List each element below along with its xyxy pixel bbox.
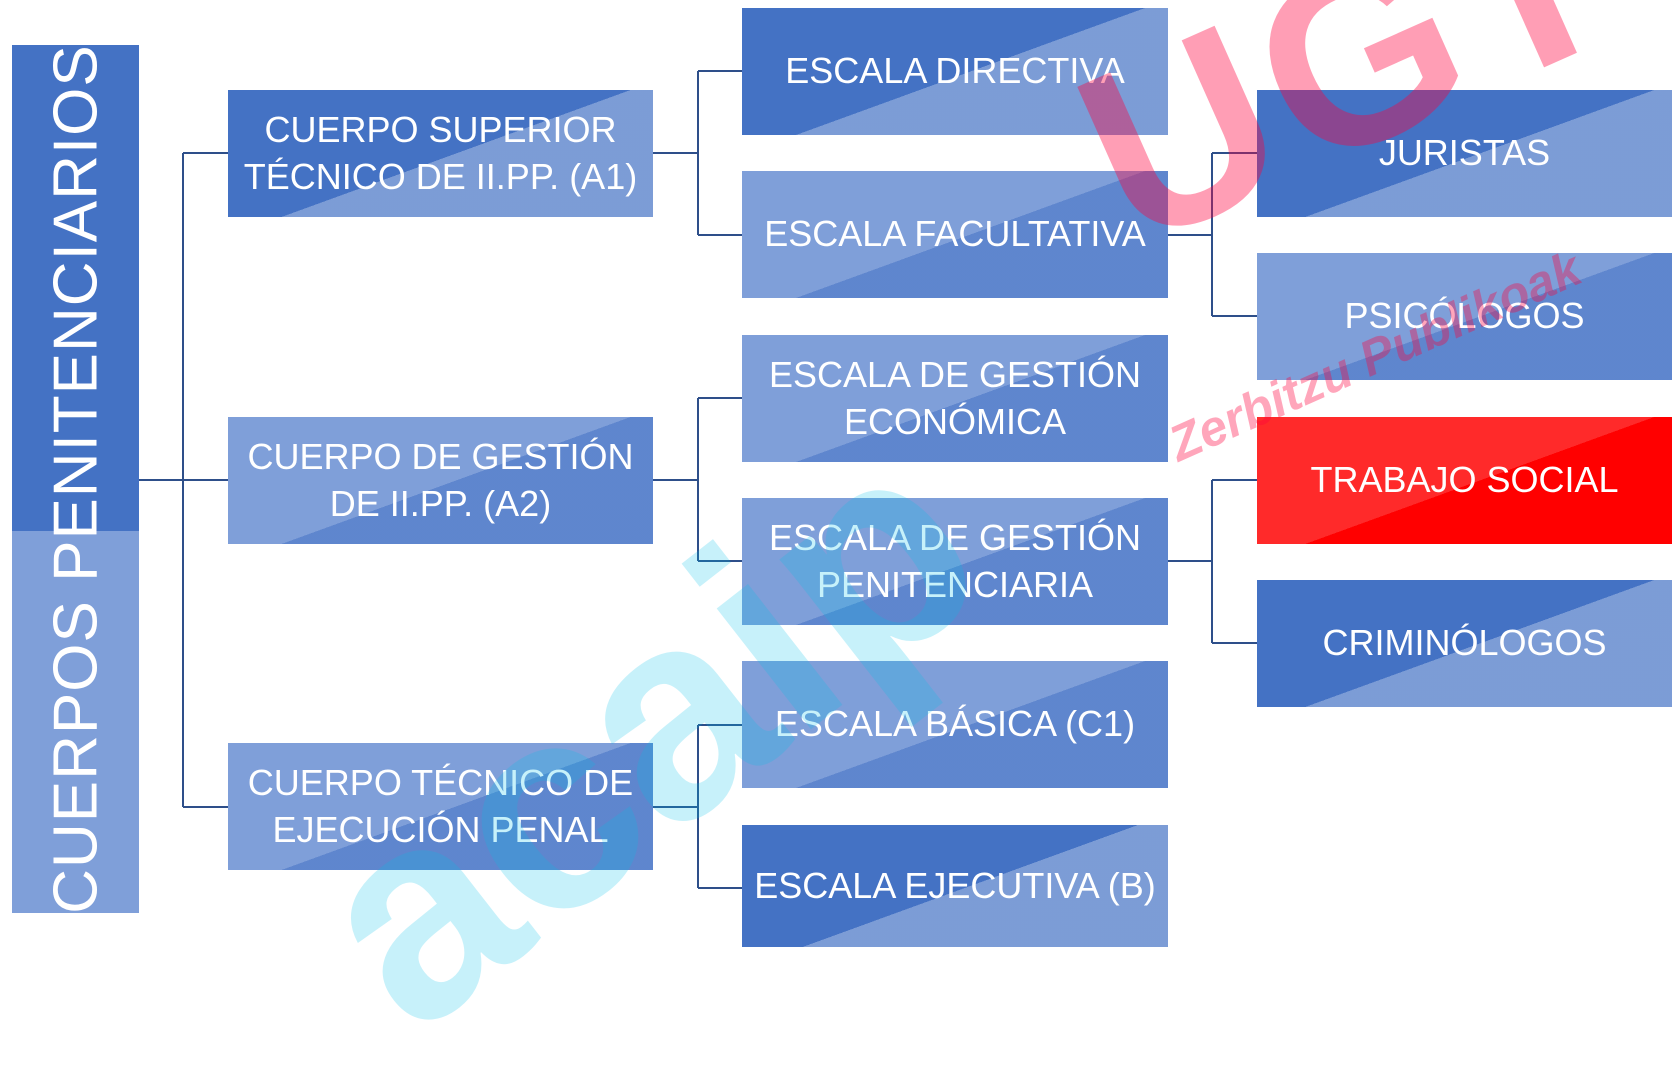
node-trabajo-social: TRABAJO SOCIAL bbox=[1257, 417, 1672, 544]
node-label: JURISTAS bbox=[1378, 132, 1551, 174]
node-label: CRIMINÓLOGOS bbox=[1322, 622, 1607, 664]
node-escala-gestion-economica: ESCALA DE GESTIÓN ECONÓMICA bbox=[742, 335, 1168, 462]
root-node-cuerpos-penitenciarios: CUERPOS PENITENCIARIOS bbox=[12, 45, 139, 913]
node-label: ESCALA DE GESTIÓN PENITENCIARIA bbox=[768, 516, 1142, 605]
connector-lines bbox=[139, 70, 1257, 889]
node-label: CUERPO DE GESTIÓN DE II.PP. (A2) bbox=[247, 435, 634, 524]
node-escala-facultativa: ESCALA FACULTATIVA bbox=[742, 171, 1168, 298]
node-label: ESCALA DE GESTIÓN ECONÓMICA bbox=[768, 353, 1142, 442]
node-juristas: JURISTAS bbox=[1257, 90, 1672, 217]
node-cuerpo-gestion: CUERPO DE GESTIÓN DE II.PP. (A2) bbox=[228, 417, 653, 544]
node-label: CUERPO TÉCNICO DE EJECUCIÓN PENAL bbox=[247, 761, 634, 850]
node-escala-basica: ESCALA BÁSICA (C1) bbox=[742, 661, 1168, 788]
node-psicologos: PSICÓLOGOS bbox=[1257, 253, 1672, 380]
node-label: TRABAJO SOCIAL bbox=[1310, 459, 1619, 501]
node-label: CUERPO SUPERIOR TÉCNICO DE II.PP. (A1) bbox=[243, 108, 638, 197]
node-label: PSICÓLOGOS bbox=[1344, 295, 1585, 337]
node-cuerpo-tecnico-ejecucion-penal: CUERPO TÉCNICO DE EJECUCIÓN PENAL bbox=[228, 743, 653, 870]
node-escala-ejecutiva: ESCALA EJECUTIVA (B) bbox=[742, 825, 1168, 947]
root-label: CUERPOS PENITENCIARIOS bbox=[41, 45, 110, 913]
node-cuerpo-superior-tecnico: CUERPO SUPERIOR TÉCNICO DE II.PP. (A1) bbox=[228, 90, 653, 217]
node-label: ESCALA EJECUTIVA (B) bbox=[754, 864, 1156, 906]
node-label: ESCALA DIRECTIVA bbox=[785, 50, 1125, 92]
node-label: ESCALA FACULTATIVA bbox=[764, 213, 1146, 255]
node-escala-gestion-penitenciaria: ESCALA DE GESTIÓN PENITENCIARIA bbox=[742, 498, 1168, 625]
node-criminologos: CRIMINÓLOGOS bbox=[1257, 580, 1672, 707]
node-label: ESCALA BÁSICA (C1) bbox=[774, 703, 1136, 745]
node-escala-directiva: ESCALA DIRECTIVA bbox=[742, 8, 1168, 135]
